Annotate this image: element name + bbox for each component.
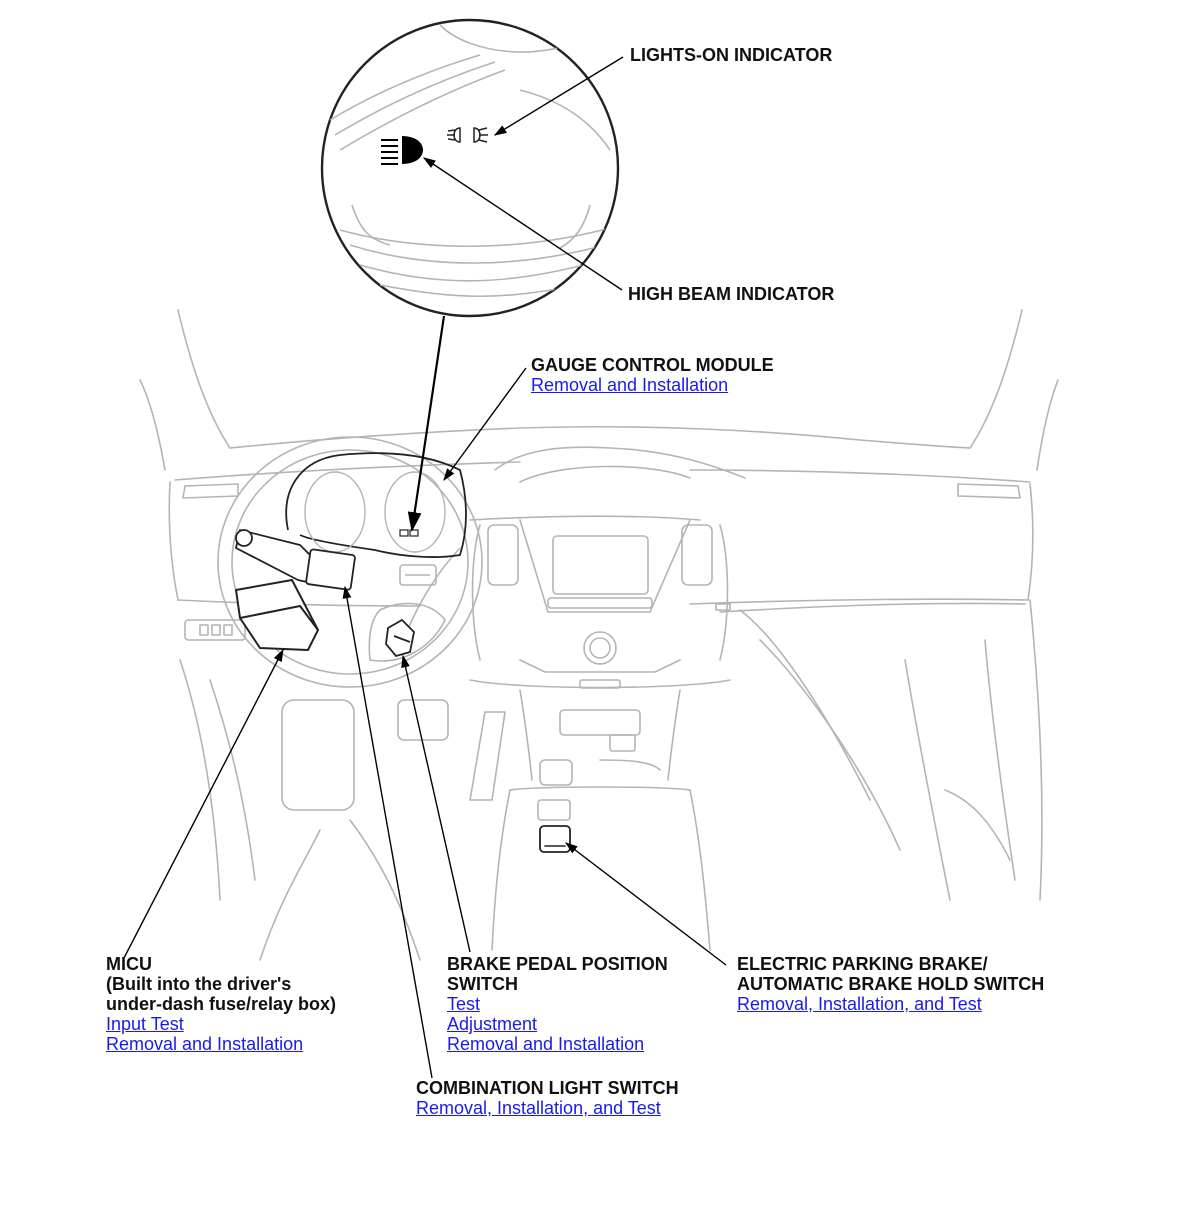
brake-pedal-position-switch-callout: BRAKE PEDAL POSITION SWITCH Test Adjustm… [447,954,668,1054]
micu-input-test-link[interactable]: Input Test [106,1014,184,1034]
leader-gauge [443,367,527,482]
high-beam-indicator-callout: HIGH BEAM INDICATOR [628,284,834,304]
magnified-gauge-view [320,18,620,318]
gauge-control-module-callout: GAUGE CONTROL MODULE Removal and Install… [531,355,774,395]
micu-label: MICU [106,954,152,974]
lights-on-indicator-icon [447,127,488,143]
micu-removal-installation-link[interactable]: Removal and Installation [106,1034,304,1054]
combination-light-switch-callout: COMBINATION LIGHT SWITCH Removal, Instal… [416,1078,679,1118]
leader-lights-on [493,56,624,136]
micu-callout: MICU (Built into the driver's under-dash… [106,954,336,1054]
leader-high-beam [422,157,623,291]
combination-removal-installation-test-link[interactable]: Removal, Installation, and Test [416,1098,661,1118]
parking-brake-removal-installation-test-link[interactable]: Removal, Installation, and Test [737,994,982,1014]
brake-pedal-test-link[interactable]: Test [447,994,481,1014]
gauge-control-module-label: GAUGE CONTROL MODULE [531,355,774,375]
micu-box [235,579,319,651]
high-beam-indicator-label: HIGH BEAM INDICATOR [628,284,835,304]
parking-brake-label: ELECTRIC PARKING BRAKE/ [737,954,988,974]
brake-pedal-label: BRAKE PEDAL POSITION [447,954,668,974]
brake-pedal-removal-installation-link[interactable]: Removal and Installation [447,1034,645,1054]
combination-light-switch-label: COMBINATION LIGHT SWITCH [416,1078,679,1098]
brake-pedal-adjustment-link[interactable]: Adjustment [447,1014,538,1034]
leader-brake-pedal [401,654,471,953]
micu-label-line-2: (Built into the driver's [106,974,292,994]
leader-magnifier [407,315,446,532]
leader-parking-brake [564,842,727,966]
leader-micu [123,648,284,959]
parking-brake-switch-callout: ELECTRIC PARKING BRAKE/ AUTOMATIC BRAKE … [737,954,1044,1014]
brake-pedal-label-line-2: SWITCH [447,974,518,994]
lights-on-indicator-callout: LIGHTS-ON INDICATOR [630,45,832,65]
gauge-removal-installation-link[interactable]: Removal and Installation [531,375,729,395]
high-beam-indicator-icon [381,136,423,165]
parking-brake-label-line-2: AUTOMATIC BRAKE HOLD SWITCH [737,974,1045,994]
leader-combination [342,585,433,1079]
combination-light-switch [235,529,356,591]
lights-on-indicator-label: LIGHTS-ON INDICATOR [630,45,833,65]
leader-lines [123,56,727,1079]
brake-pedal-position-switch [385,618,415,658]
micu-label-line-3: under-dash fuse/relay box) [106,994,337,1014]
